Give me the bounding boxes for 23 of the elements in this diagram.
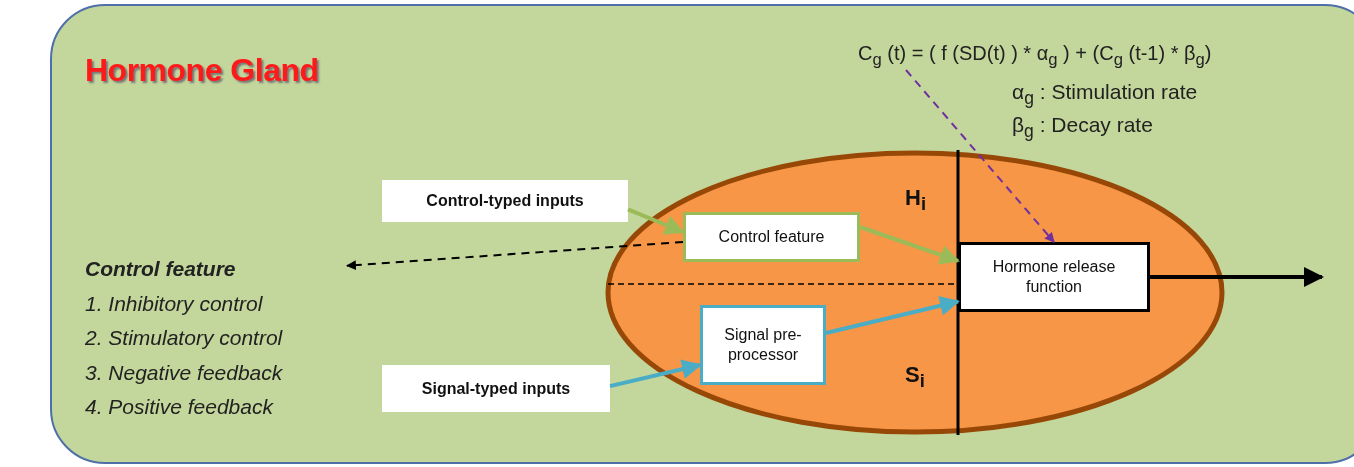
arrow (825, 295, 960, 335)
equation-text: C$_{g}$ (t) = ( f (SD(t) ) * α$_{g}$ ) + (C$_{g}$ (t-1) * β$_{g}$) (858, 42, 1338, 70)
list-item: 1. Inhibitory control (85, 290, 264, 317)
region-label: H$_{i}$ (905, 185, 926, 216)
arrow (1150, 267, 1324, 287)
list-item: 4. Positive feedback (85, 394, 275, 420)
list-item: 2. Stimulatory control (85, 325, 284, 351)
input-label-box: Control-typed inputs (382, 180, 628, 222)
gland-panel (50, 4, 1354, 464)
panel-title: Hormone Gland (85, 52, 319, 89)
arrow (609, 359, 702, 389)
process-box: Signal pre-processor (700, 305, 826, 385)
symbol-definition: α$_{g}$ : Stimulation rate (1012, 80, 1198, 110)
region-label: S$_{i}$ (905, 362, 925, 393)
arrow (346, 241, 684, 271)
symbol-definition: β$_{g}$ : Decay rate (1012, 113, 1153, 143)
list-heading: Control feature (85, 256, 237, 282)
process-box: Hormone release function (958, 242, 1150, 312)
arrow (859, 225, 960, 265)
arrow (905, 69, 1055, 243)
input-label-box: Signal-typed inputs (382, 365, 610, 412)
process-box: Control feature (683, 212, 860, 262)
list-item: 3. Negative feedback (85, 359, 284, 386)
